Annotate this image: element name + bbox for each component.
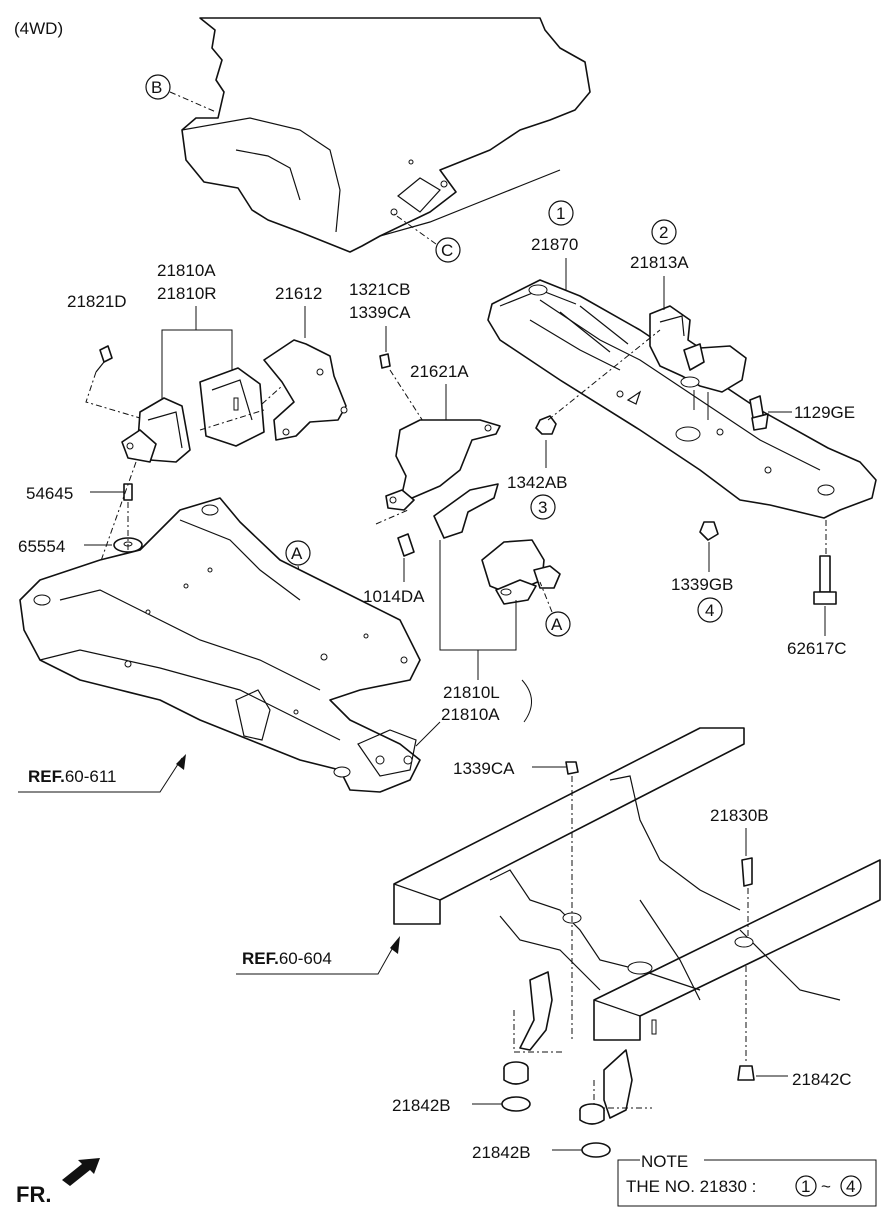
frame-ref-60-604-drawing	[393, 727, 881, 1041]
callout-a-lower-label: A	[551, 615, 563, 634]
bracket-21813a-drawing	[649, 305, 747, 420]
label-21810a-bottom: 21810A	[441, 705, 500, 724]
label-21842b-a: 21842B	[392, 1096, 451, 1115]
item-4-label: 4	[705, 601, 714, 620]
item-2-label: 2	[659, 223, 668, 242]
label-1321cb: 1321CB	[349, 280, 410, 299]
ref-60-611: REF.60-611	[28, 767, 117, 786]
label-1342ab: 1342AB	[507, 473, 568, 492]
label-62617c: 62617C	[787, 639, 847, 658]
label-21842b-b: 21842B	[472, 1143, 531, 1162]
label-21821d: 21821D	[67, 292, 127, 311]
label-21612: 21612	[275, 284, 322, 303]
mount-21810a-drawing	[121, 367, 265, 463]
label-21810l: 21810L	[443, 683, 500, 702]
label-1014da: 1014DA	[363, 587, 425, 606]
item-3-label: 3	[538, 498, 547, 517]
label-21810r: 21810R	[157, 284, 217, 303]
label-54645: 54645	[26, 484, 73, 503]
note-range-start: 1	[801, 1177, 810, 1196]
callout-c: C	[393, 213, 461, 263]
label-21813a: 21813A	[630, 253, 689, 272]
note-text: THE NO. 21830 :	[626, 1177, 756, 1196]
bracket-21612-drawing	[263, 339, 348, 441]
label-65554: 65554	[18, 537, 65, 556]
front-direction-indicator: FR.	[16, 1158, 100, 1207]
callout-a-lower: A	[539, 581, 571, 637]
item-2-circle: 2	[651, 219, 677, 245]
callout-c-label: C	[441, 241, 453, 260]
label-21870: 21870	[531, 235, 578, 254]
crossmember-21870-drawing	[487, 279, 877, 519]
label-21621a: 21621A	[410, 362, 469, 381]
note-range-sep: ~	[821, 1177, 831, 1196]
callout-b-label: B	[151, 78, 162, 97]
label-21830b: 21830B	[710, 806, 769, 825]
item-3-circle: 3	[530, 494, 556, 520]
fasteners-right	[535, 329, 837, 605]
label-1339gb: 1339GB	[671, 575, 733, 594]
note-range-end: 4	[846, 1177, 855, 1196]
item-1-circle: 1	[548, 200, 574, 226]
label-21810a-top: 21810A	[157, 261, 216, 280]
callout-b: B	[145, 74, 217, 113]
note-title: NOTE	[641, 1152, 688, 1171]
label-1339ca-bottom: 1339CA	[453, 759, 515, 778]
frame-brackets-drawing	[501, 966, 755, 1158]
bolt-21821d-drawing	[85, 345, 141, 419]
label-21842c: 21842C	[792, 1070, 852, 1089]
engine-transmission-drawing	[181, 17, 591, 253]
variant-label: (4WD)	[14, 19, 63, 38]
mount-21810l-drawing	[433, 483, 561, 605]
bracket-21621a-drawing	[385, 419, 501, 511]
front-label: FR.	[16, 1182, 51, 1207]
label-1129ge: 1129GE	[794, 403, 855, 422]
item-4-circle: 4	[697, 597, 723, 623]
callout-a-upper-label: A	[291, 544, 303, 563]
ref-60-604: REF.60-604	[242, 949, 332, 968]
item-1-label: 1	[556, 204, 565, 223]
label-1339ca-top: 1339CA	[349, 303, 411, 322]
front-arrow-icon	[62, 1158, 100, 1186]
note-box: NOTE THE NO. 21830 : 1 ~ 4	[617, 1152, 877, 1207]
subframe-ref-60-611-drawing	[19, 497, 421, 793]
